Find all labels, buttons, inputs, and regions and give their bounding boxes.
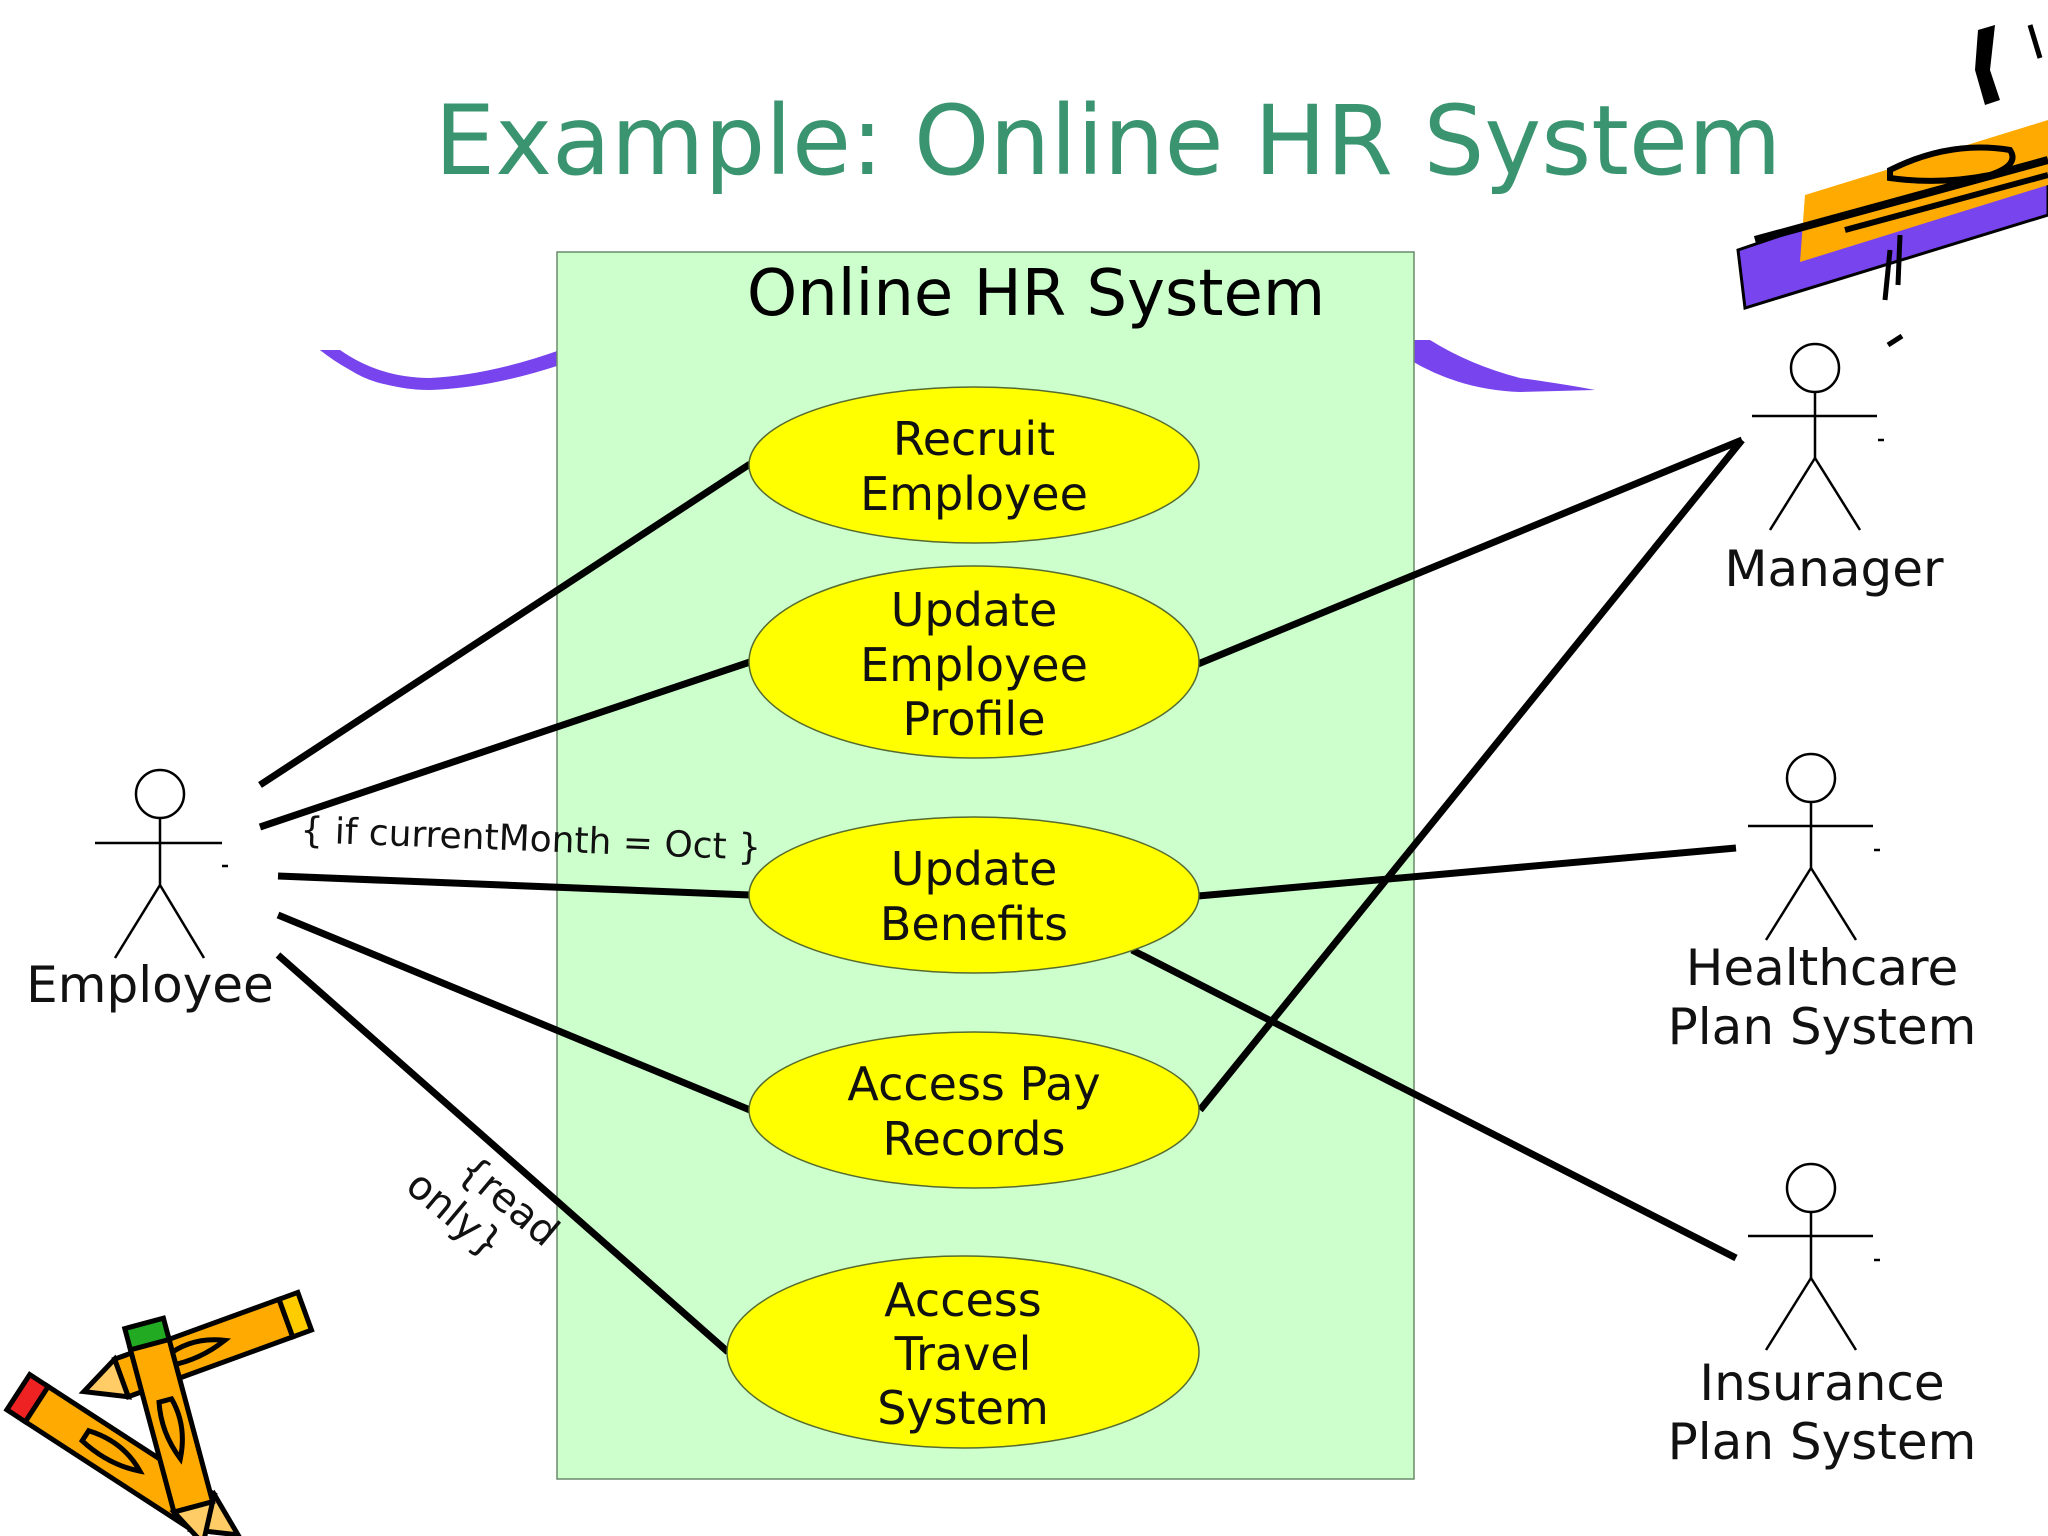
assoc-employee-recruit — [258, 461, 752, 788]
use-case-label: Update — [891, 583, 1058, 637]
use-case-access-pay-records[interactable]: Access Pay Records — [748, 1031, 1200, 1189]
actor-label: Manager — [1724, 540, 1944, 598]
actor-manager[interactable]: Manager — [1724, 342, 1944, 598]
use-case-label: Recruit — [893, 412, 1055, 466]
use-case-label: Employee — [860, 467, 1088, 521]
actor-healthcare-plan-system[interactable]: Healthcare Plan System — [1668, 752, 1977, 1056]
actor-label: Insurance — [1699, 1354, 1944, 1412]
assoc-employee-update-benefits — [277, 872, 751, 899]
use-case-access-travel-system[interactable]: Access Travel System — [726, 1255, 1200, 1449]
use-case-update-employee-profile[interactable]: Update Employee Profile — [748, 565, 1200, 759]
assoc-pay-manager — [1197, 437, 1745, 1113]
use-case-label: Employee — [860, 638, 1088, 692]
decorative-swoosh-right — [1410, 340, 1595, 392]
use-case-label: Access — [884, 1273, 1041, 1327]
use-case-label: Travel — [894, 1327, 1032, 1381]
assoc-profile-manager — [1196, 436, 1744, 668]
use-case-label: Benefits — [880, 897, 1068, 951]
stick-figure-icon — [1748, 1162, 1880, 1351]
use-case-recruit-employee[interactable]: Recruit Employee — [748, 386, 1200, 544]
slide-title: Example: Online HR System — [434, 85, 1782, 197]
associations — [258, 436, 1745, 1355]
actor-employee[interactable]: Employee — [26, 768, 274, 1014]
assoc-employee-access-travel — [275, 952, 731, 1355]
stick-figure-icon — [95, 768, 228, 959]
use-case-update-benefits[interactable]: Update Benefits — [748, 816, 1200, 974]
use-case-label: Records — [883, 1112, 1066, 1166]
actor-label: Plan System — [1668, 1413, 1977, 1471]
assoc-employee-access-pay — [276, 911, 752, 1114]
actor-insurance-plan-system[interactable]: Insurance Plan System — [1668, 1162, 1977, 1471]
use-case-label: System — [877, 1381, 1049, 1435]
assoc-employee-update-profile — [258, 658, 752, 831]
assoc-benefits-insurance — [1130, 946, 1738, 1262]
pen-clipart-icon — [1736, 24, 2048, 348]
pencils-clipart-icon — [3, 1289, 315, 1536]
stick-figure-icon — [1752, 342, 1884, 531]
use-case-label: Profile — [902, 692, 1045, 746]
actor-label: Healthcare — [1686, 939, 1959, 997]
travel-constraint-note: {read only} — [398, 1146, 568, 1267]
use-case-label: Access Pay — [847, 1057, 1100, 1111]
actor-label: Employee — [26, 956, 274, 1014]
stick-figure-icon — [1748, 752, 1880, 941]
decorative-swoosh-left-body — [320, 350, 560, 390]
use-case-label: Update — [891, 842, 1058, 896]
assoc-benefits-healthcare — [1197, 844, 1737, 900]
actor-label: Plan System — [1668, 998, 1977, 1056]
system-name: Online HR System — [747, 257, 1325, 331]
